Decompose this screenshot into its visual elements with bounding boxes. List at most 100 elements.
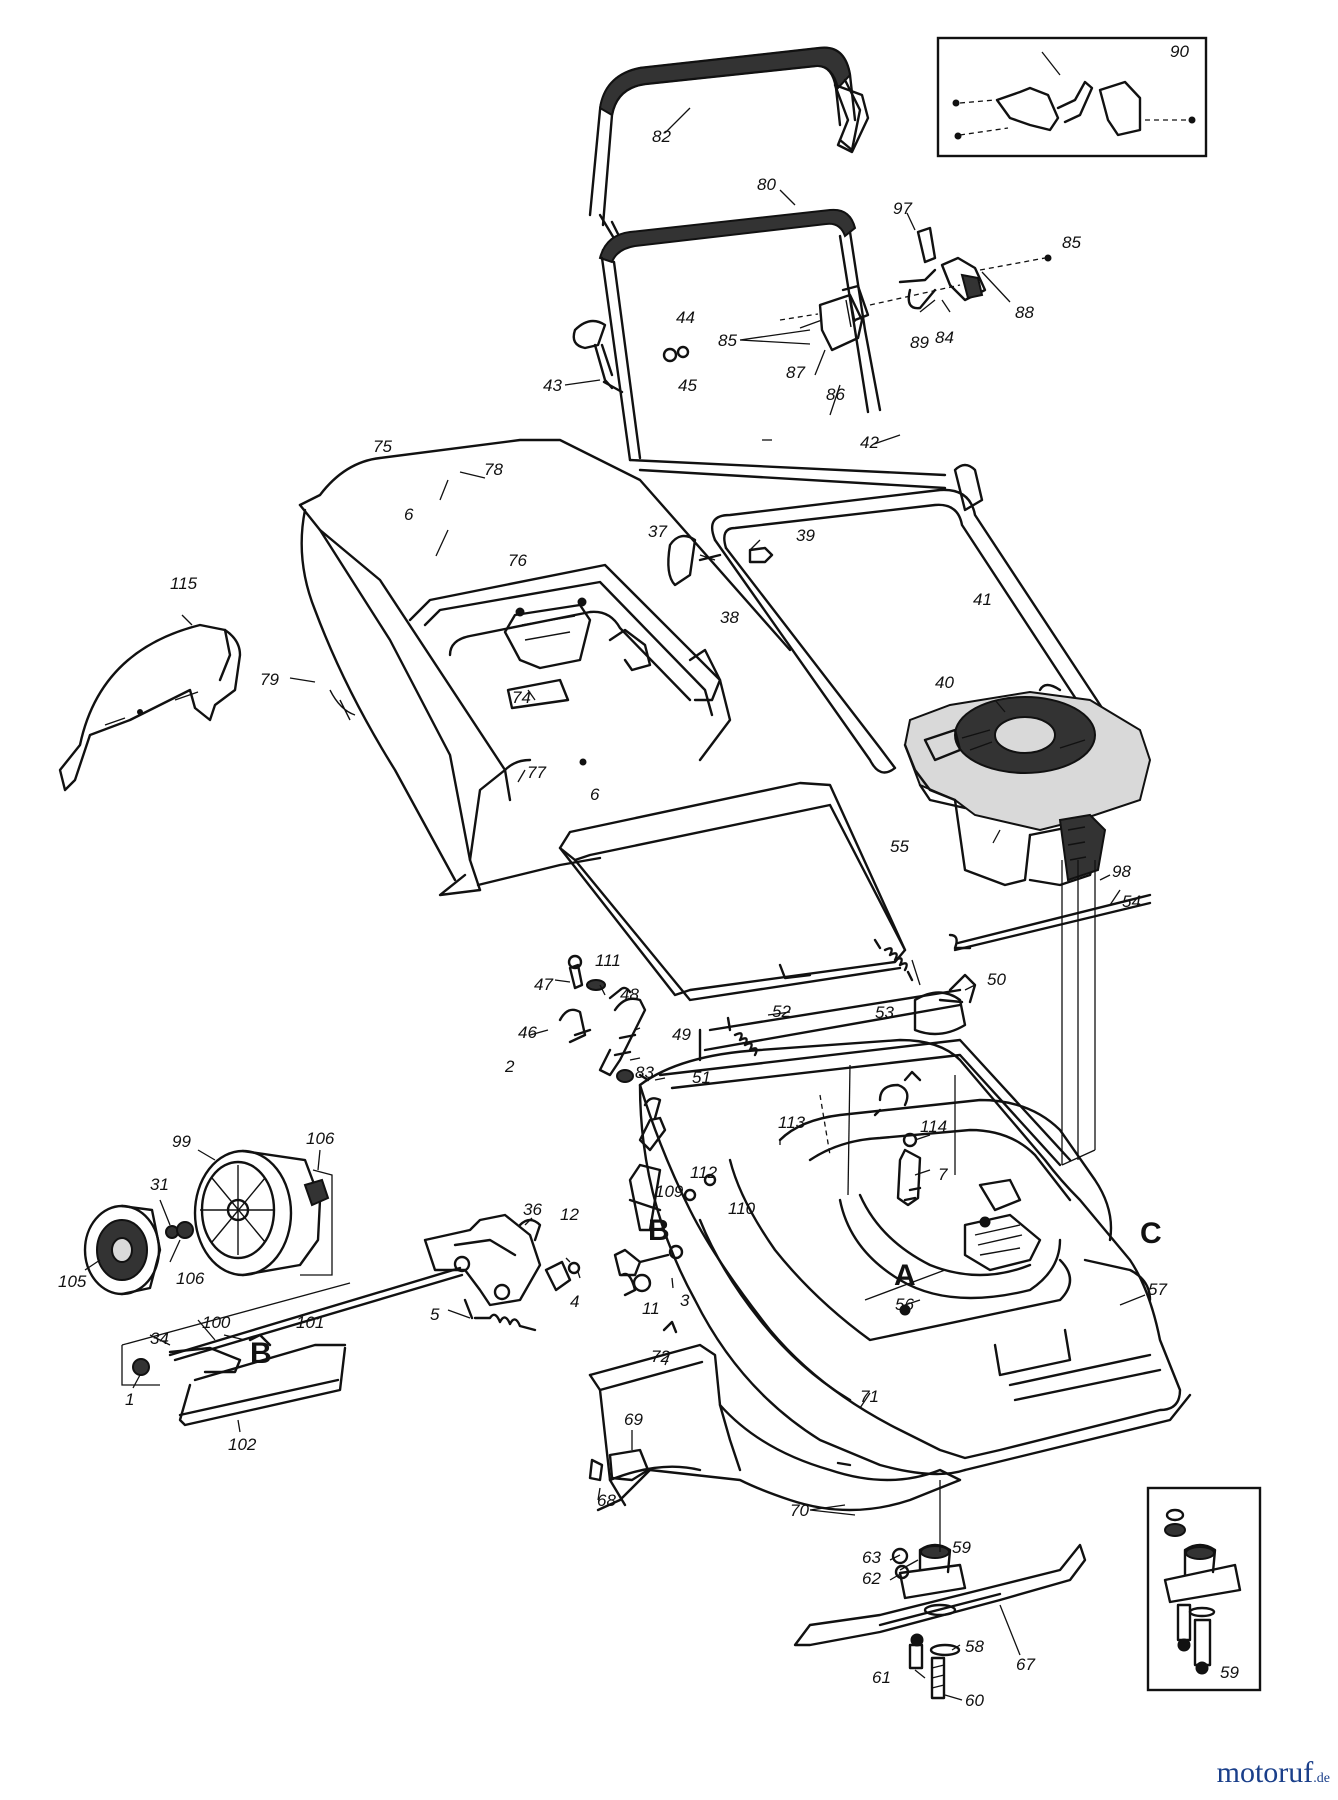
ref-letter-b-axle: B <box>250 1337 272 1370</box>
callout-7: 7 <box>938 1165 948 1184</box>
callout-43: 43 <box>543 376 562 395</box>
callout-72: 72 <box>651 1347 670 1366</box>
watermark-name: motoruf <box>1216 1756 1314 1789</box>
inset-blade-adapter <box>1146 1486 1262 1692</box>
ref-letter-a: A <box>894 1259 916 1292</box>
callout-49: 49 <box>672 1025 691 1044</box>
callout-12: 12 <box>560 1205 579 1224</box>
callout-41: 41 <box>973 590 992 609</box>
handle-knob-right <box>953 463 984 512</box>
callout-62: 62 <box>862 1569 881 1588</box>
callout-52: 52 <box>772 1002 791 1021</box>
cable-brake-assembly <box>779 226 1052 352</box>
ref-letter-c: C <box>1140 1217 1162 1250</box>
callout-59-inset: 59 <box>1220 1663 1239 1682</box>
callout-114: 114 <box>920 1117 947 1136</box>
callout-89: 89 <box>910 333 929 352</box>
callout-2: 2 <box>504 1057 515 1076</box>
callout-58: 58 <box>965 1637 984 1656</box>
callout-40: 40 <box>935 673 954 692</box>
callout-69: 69 <box>624 1410 643 1429</box>
callout-90: 90 <box>1170 42 1189 61</box>
bag-hook <box>613 1244 684 1277</box>
callout-74: 74 <box>512 688 531 707</box>
rear-flap-cover <box>558 781 907 1002</box>
callout-37: 37 <box>648 522 667 541</box>
callout-113: 113 <box>778 1113 806 1132</box>
callout-85-top: 85 <box>1062 233 1081 252</box>
callout-54: 54 <box>1122 892 1141 911</box>
axle-housing <box>121 1282 351 1427</box>
hub-cap <box>83 1204 162 1296</box>
blade-adapter <box>891 1543 967 1600</box>
callout-112: 112 <box>690 1163 718 1182</box>
flap-hinge-parts <box>558 954 667 1152</box>
rear-wheel <box>193 1149 322 1277</box>
ref-letter-b-deck: B <box>648 1214 670 1247</box>
axle-nut-left <box>620 1272 652 1297</box>
callout-36: 36 <box>523 1200 542 1219</box>
callout-87: 87 <box>786 363 805 382</box>
callout-47: 47 <box>534 975 553 994</box>
callout-60: 60 <box>965 1691 984 1710</box>
callout-101: 101 <box>296 1313 324 1332</box>
callout-57: 57 <box>1148 1280 1167 1299</box>
callout-51: 51 <box>692 1068 711 1087</box>
mulching-plug <box>58 623 242 792</box>
watermark-tld: .de <box>1313 1771 1330 1786</box>
handle-knob-left <box>572 319 690 394</box>
callout-1: 1 <box>125 1390 134 1409</box>
callout-115: 115 <box>170 574 198 593</box>
reference-letters: A B B C <box>250 1214 1162 1370</box>
callout-50: 50 <box>987 970 1006 989</box>
height-adjust-lever <box>423 1213 542 1307</box>
axle-nut-right <box>544 1260 581 1292</box>
callout-88: 88 <box>1015 303 1034 322</box>
callout-77: 77 <box>527 763 546 782</box>
assembly-guides <box>819 860 1096 1552</box>
callout-46: 46 <box>518 1023 537 1042</box>
inset-switch-box <box>936 36 1208 158</box>
callout-67: 67 <box>1016 1655 1035 1674</box>
callout-110: 110 <box>728 1199 756 1218</box>
middle-handle <box>598 208 947 490</box>
callout-70: 70 <box>790 1501 809 1520</box>
callout-75: 75 <box>373 437 392 456</box>
callout-56: 56 <box>895 1295 914 1314</box>
flap-springs <box>726 938 914 1057</box>
callout-109: 109 <box>655 1182 684 1201</box>
callout-55: 55 <box>890 837 909 856</box>
callout-102: 102 <box>228 1435 257 1454</box>
callout-106-bottom: 106 <box>176 1269 205 1288</box>
callout-53: 53 <box>875 1003 894 1022</box>
callout-76: 76 <box>508 551 527 570</box>
blade-bolts <box>908 1633 961 1700</box>
callout-82: 82 <box>652 127 671 146</box>
callout-78: 78 <box>484 460 503 479</box>
callout-106-top: 106 <box>306 1129 335 1148</box>
side-discharge-chute <box>588 1320 962 1512</box>
callout-80: 80 <box>757 175 776 194</box>
handle-lever-bracket <box>833 83 870 154</box>
callout-31: 31 <box>150 1175 169 1194</box>
wheel-inset-bracket <box>300 1169 333 1276</box>
deck-front-rail <box>698 973 977 1062</box>
callout-34: 34 <box>150 1329 169 1348</box>
engine <box>903 683 1152 887</box>
wheel-washers <box>165 1178 330 1239</box>
leader-lines <box>84 51 1146 1701</box>
callout-97: 97 <box>893 199 912 218</box>
cutting-blade <box>793 1543 1087 1647</box>
callout-63: 63 <box>862 1548 881 1567</box>
callout-4: 4 <box>570 1292 579 1311</box>
callout-83: 83 <box>635 1063 654 1082</box>
callout-71: 71 <box>860 1387 879 1406</box>
callout-39: 39 <box>796 526 815 545</box>
watermark-logo: motoruf.de <box>1217 1756 1330 1790</box>
callout-44: 44 <box>676 308 695 327</box>
callout-99: 99 <box>172 1132 191 1151</box>
callout-6-bottom: 6 <box>590 785 600 804</box>
callout-105: 105 <box>58 1272 87 1291</box>
part-callouts: 82 80 90 97 85 88 84 89 85 87 86 42 44 4… <box>58 42 1239 1710</box>
